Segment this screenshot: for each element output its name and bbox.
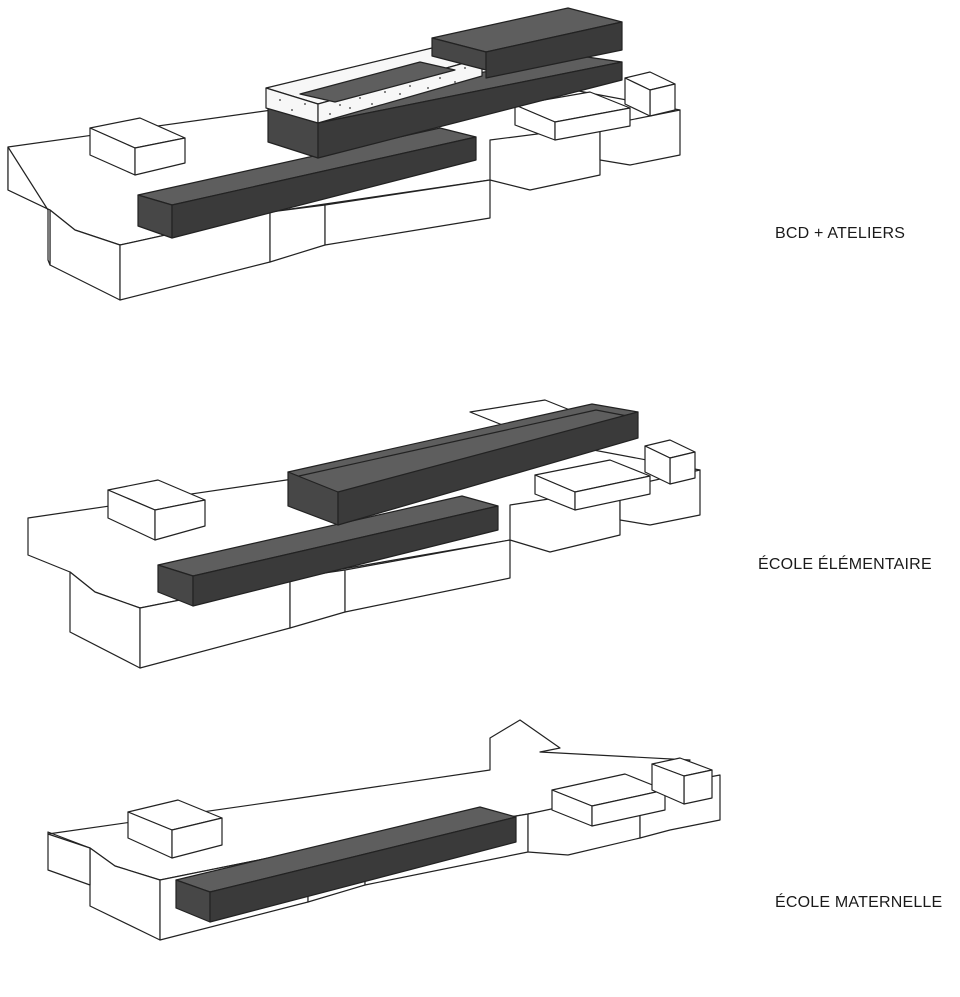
dark-volume-mid-side xyxy=(317,61,623,159)
speckle-dots xyxy=(279,67,466,115)
dark-bar-side xyxy=(209,816,517,923)
label-bcd-ateliers: BCD + ATELIERS xyxy=(775,225,906,242)
speckled-inset-dark xyxy=(299,61,456,103)
right-box-side xyxy=(554,107,631,141)
label-ecole-elementaire: ÉCOLE ÉLÉMENTAIRE xyxy=(758,556,932,573)
corner-box-side xyxy=(669,451,696,485)
right-box-side xyxy=(574,475,651,511)
dark-volume-upper-side xyxy=(337,411,639,526)
corner-box-front xyxy=(651,763,685,805)
small-box-side xyxy=(154,499,206,541)
dark-bar-lower-side xyxy=(192,505,499,607)
corner-box-front xyxy=(644,445,671,485)
base-left-side xyxy=(47,833,91,886)
base-front-right xyxy=(344,539,511,613)
dark-bar-lower-side xyxy=(171,136,477,239)
corner-box-front xyxy=(624,77,651,117)
right-box-side xyxy=(591,789,666,827)
base-front-mid2 xyxy=(269,204,326,263)
level-ecole-elementaire xyxy=(27,399,701,669)
label-ecole-maternelle: ÉCOLE MATERNELLE xyxy=(775,894,943,911)
level-bcd-ateliers xyxy=(7,7,681,301)
corner-box-side xyxy=(683,769,713,805)
level-ecole-maternelle xyxy=(47,719,721,941)
dark-box-top-side xyxy=(485,21,623,79)
corner-box-side xyxy=(649,83,676,117)
base-left-side xyxy=(7,146,51,266)
small-box-side xyxy=(171,817,223,859)
small-box-side xyxy=(134,137,186,176)
base-front-right xyxy=(324,179,491,246)
